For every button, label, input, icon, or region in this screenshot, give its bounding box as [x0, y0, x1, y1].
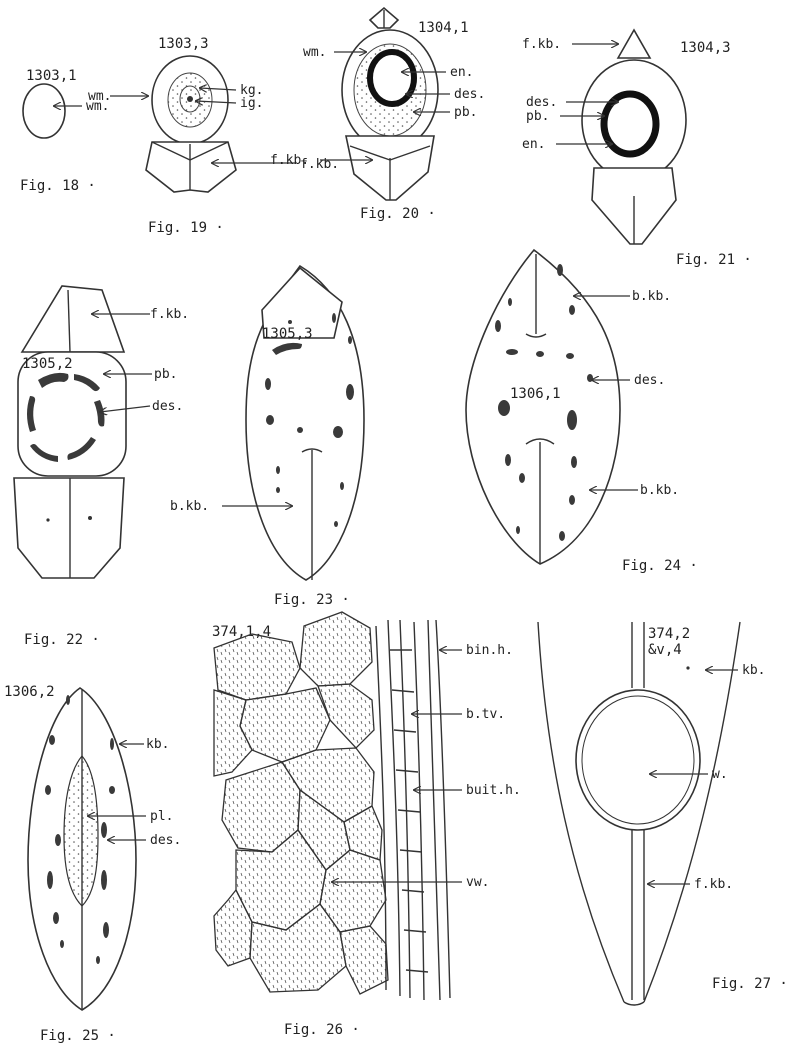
fig21-endosperm-ring: [604, 94, 656, 154]
fig18-caption: Fig. 18 ·: [20, 178, 96, 194]
fig24-label-bkb-top: b.kb.: [632, 289, 671, 304]
fig27-caption: Fig. 27 ·: [712, 976, 788, 992]
fig22-lower-cotyledons: [14, 478, 124, 578]
fig21-top-cotyledon: [618, 30, 650, 58]
fig22-caption: Fig. 22 ·: [24, 632, 100, 648]
fig19-label-ig: ig.: [240, 96, 263, 111]
fig26-label-btv: b.tv.: [466, 707, 505, 722]
fig27-label-kb: kb.: [742, 663, 765, 678]
fig25-number: 1306,2: [4, 684, 55, 700]
fig27-number-line2: &v,4: [648, 642, 682, 658]
fig24-label-bkb-bottom: b.kb.: [640, 483, 679, 498]
figure-18: 1303,1 wm. Fig. 18 ·: [20, 68, 109, 194]
fig27-number-line1: 374,2: [648, 626, 690, 642]
fig20-label-en: en.: [450, 65, 473, 80]
figure-22: 1305,2 f.kb. pb. des. Fig. 22 ·: [14, 286, 189, 648]
fig22-number: 1305,2: [22, 356, 73, 372]
fig21-label-pb: pb.: [526, 109, 549, 124]
fig22-top-cotyledons: [22, 286, 124, 352]
fig27-ovule-chamber: [576, 690, 700, 830]
fig22-dot: [88, 516, 92, 520]
fig24-caption: Fig. 24 ·: [622, 558, 698, 574]
fig19-nucleus: [187, 96, 193, 102]
fig22-label-fkb: f.kb.: [150, 307, 189, 322]
figure-26: 374,1,4: [212, 612, 521, 1038]
fig20-label-fkb: f.kb.: [270, 153, 309, 168]
fig22-dot-2: [46, 518, 49, 521]
fig20-label-des: des.: [454, 87, 485, 102]
fig24-number: 1306,1: [510, 386, 561, 402]
figure-27: 374,2 &v,4 kb. w. f.kb. Fig. 27 ·: [538, 622, 788, 1005]
figure-24: 1306,1 b.kb. des. b.kb. Fig. 24 ·: [466, 250, 698, 574]
figure-25: 1306,2 kb. pl. des. Fig. 25 ·: [4, 684, 181, 1044]
fig24-seed-outline: [466, 250, 620, 564]
fig25-caption: Fig. 25 ·: [40, 1028, 116, 1044]
fig21-label-fkb: f.kb.: [522, 37, 561, 52]
fig21-label-des: des.: [526, 95, 557, 110]
fig27-base: [624, 1002, 644, 1005]
figure-21: 1304,3 f.kb. des. pb. en. Fig. 21 ·: [522, 30, 752, 268]
fig20-label-wm: wm.: [303, 45, 326, 60]
fig26-cell-layers: [376, 620, 450, 1000]
fig24-label-des: des.: [634, 373, 665, 388]
fig22-label-pb: pb.: [154, 367, 177, 382]
fig19-number: 1303,3: [158, 36, 209, 52]
fig21-number: 1304,3: [680, 40, 731, 56]
figure-20: 1304,1 wm. en. des. pb. f.kb. Fig. 20 ·: [270, 8, 485, 222]
fig27-dot: [686, 666, 689, 669]
fig23-number: 1305,3: [262, 326, 313, 342]
fig26-caption: Fig. 26 ·: [284, 1022, 360, 1038]
fig19-label-wm: wm.: [88, 89, 111, 104]
fig27-label-w: w.: [712, 767, 728, 782]
fig26-label-binh: bin.h.: [466, 643, 513, 658]
fig25-label-des: des.: [150, 833, 181, 848]
fig18-number: 1303,1: [26, 68, 77, 84]
fig23-caption: Fig. 23 ·: [274, 592, 350, 608]
fig20-number: 1304,1: [418, 20, 469, 36]
figure-19: 1303,3 wm. kg. ig. f.kb. Fig. 19 ·: [88, 36, 339, 236]
fig18-ovule-outline: [23, 84, 65, 138]
fig21-caption: Fig. 21 ·: [676, 252, 752, 268]
figure-23: 1305,3 b.kb. Fig. 23 ·: [170, 266, 364, 608]
fig26-label-vw: vw.: [466, 875, 489, 890]
fig19-caption: Fig. 19 ·: [148, 220, 224, 236]
fig23-label-bkb: b.kb.: [170, 499, 209, 514]
fig20-label-pb: pb.: [454, 105, 477, 120]
fig22-label-des: des.: [152, 399, 183, 414]
fig21-label-en: en.: [522, 137, 545, 152]
fig19-cotyledons: [146, 142, 236, 192]
fig26-label-buith: buit.h.: [466, 783, 521, 798]
fig25-label-pl: pl.: [150, 809, 173, 824]
fig20-caption: Fig. 20 ·: [360, 206, 436, 222]
fig26-parenchyma-cells: [214, 612, 388, 994]
fig25-label-kb: kb.: [146, 737, 169, 752]
fig20-endosperm-ring: [370, 52, 414, 104]
fig27-label-fkb: f.kb.: [694, 877, 733, 892]
